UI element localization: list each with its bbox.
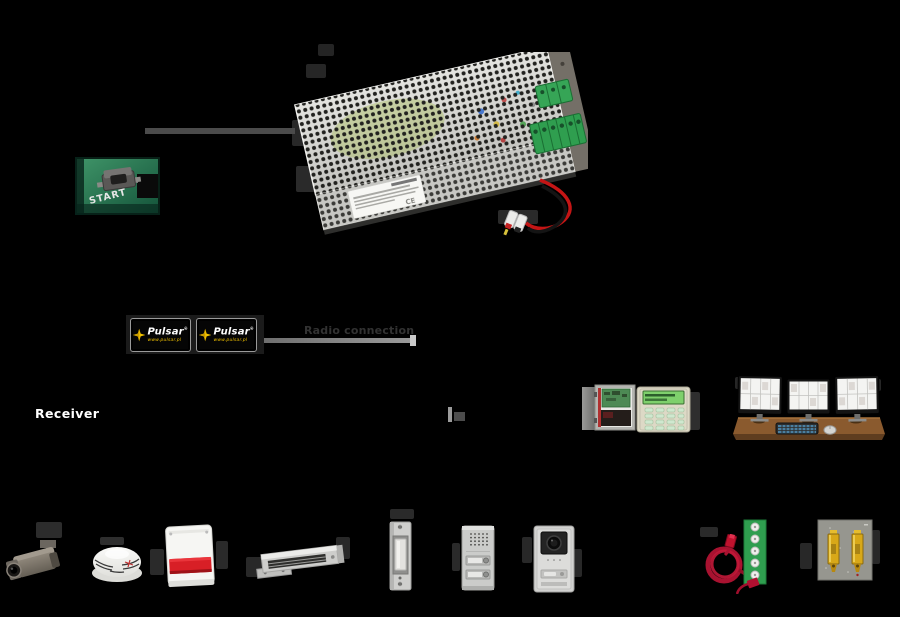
brand-site: www.pulsar.pl	[147, 337, 182, 343]
psu-battery-connector	[503, 210, 528, 236]
psu-terminal-blocks	[529, 78, 587, 155]
doorphone-mic-holes	[547, 559, 561, 561]
smoke-detector	[90, 543, 144, 585]
monitor-left	[737, 375, 783, 422]
start-button	[96, 167, 142, 192]
ce-mark: CE	[405, 197, 417, 207]
keyboard	[775, 422, 819, 435]
coil-loop	[705, 546, 743, 584]
electric-strike	[380, 518, 420, 594]
detector-marker	[124, 559, 134, 568]
brand-reg: ®	[249, 325, 254, 331]
connector-line	[145, 128, 295, 134]
doorphone-button	[540, 569, 568, 579]
connector-tick-box	[454, 412, 465, 421]
intercom-call-button-2	[465, 569, 491, 580]
terminal-board	[736, 518, 772, 594]
start-button-board: START	[75, 157, 160, 215]
pulsar-logo: Pulsar® www.pulsar.pl	[130, 318, 191, 352]
brand-site: www.pulsar.pl	[213, 337, 248, 343]
brand-name: Pulsar	[213, 326, 250, 338]
camera-bracket	[40, 540, 56, 548]
connection-label: Radio connection	[304, 324, 415, 337]
pulsar-star-icon	[133, 328, 146, 342]
terminal-red-wire	[736, 582, 749, 594]
buffer-power-supply: CE	[288, 52, 588, 237]
psu-label: CE	[347, 174, 427, 219]
video-door-station	[530, 524, 578, 596]
pulsar-star-icon	[199, 328, 212, 342]
desk-front	[733, 434, 885, 440]
intercom-panel	[458, 524, 498, 594]
outdoor-siren	[162, 524, 218, 590]
doorphone-camera	[540, 531, 568, 555]
brand-name: Pulsar	[147, 326, 184, 338]
alarm-keypad	[636, 386, 691, 433]
alarm-control-panel	[582, 384, 637, 433]
mouse	[823, 425, 837, 435]
monitor-right	[834, 375, 880, 422]
receiver-label: Receiver	[35, 406, 100, 421]
detector-dome	[93, 547, 141, 577]
detector-vents	[94, 558, 140, 573]
terminal-red-plug	[746, 577, 760, 589]
keypad-keys	[644, 407, 685, 431]
brand-reg: ®	[183, 325, 188, 331]
panel-door	[582, 387, 595, 430]
connector-bar-end	[410, 335, 416, 346]
siren-body	[165, 524, 215, 586]
intercom-call-button-1	[465, 555, 491, 566]
psu-battery-wires	[524, 178, 572, 234]
din-mount-plate	[810, 518, 880, 586]
panel-pcb	[601, 388, 631, 408]
din-clip-right	[851, 530, 864, 577]
pcb-component	[137, 174, 158, 198]
intercom-speaker-grille	[470, 533, 488, 546]
monitoring-workstation	[732, 372, 885, 442]
connector-tick	[448, 407, 452, 422]
coil-connector	[724, 534, 737, 549]
strike-keeper	[394, 538, 407, 571]
cctv-camera	[6, 538, 70, 588]
keypad-lcd	[642, 390, 685, 405]
camera-body	[16, 552, 57, 578]
connector-bar	[261, 338, 412, 343]
electromagnetic-lock	[254, 538, 346, 584]
mount-plate	[817, 519, 873, 581]
monitor-center	[786, 378, 831, 422]
pulsar-logo: Pulsar® www.pulsar.pl	[196, 318, 257, 352]
terminal-pads	[750, 522, 760, 580]
din-clip-left	[827, 530, 840, 572]
